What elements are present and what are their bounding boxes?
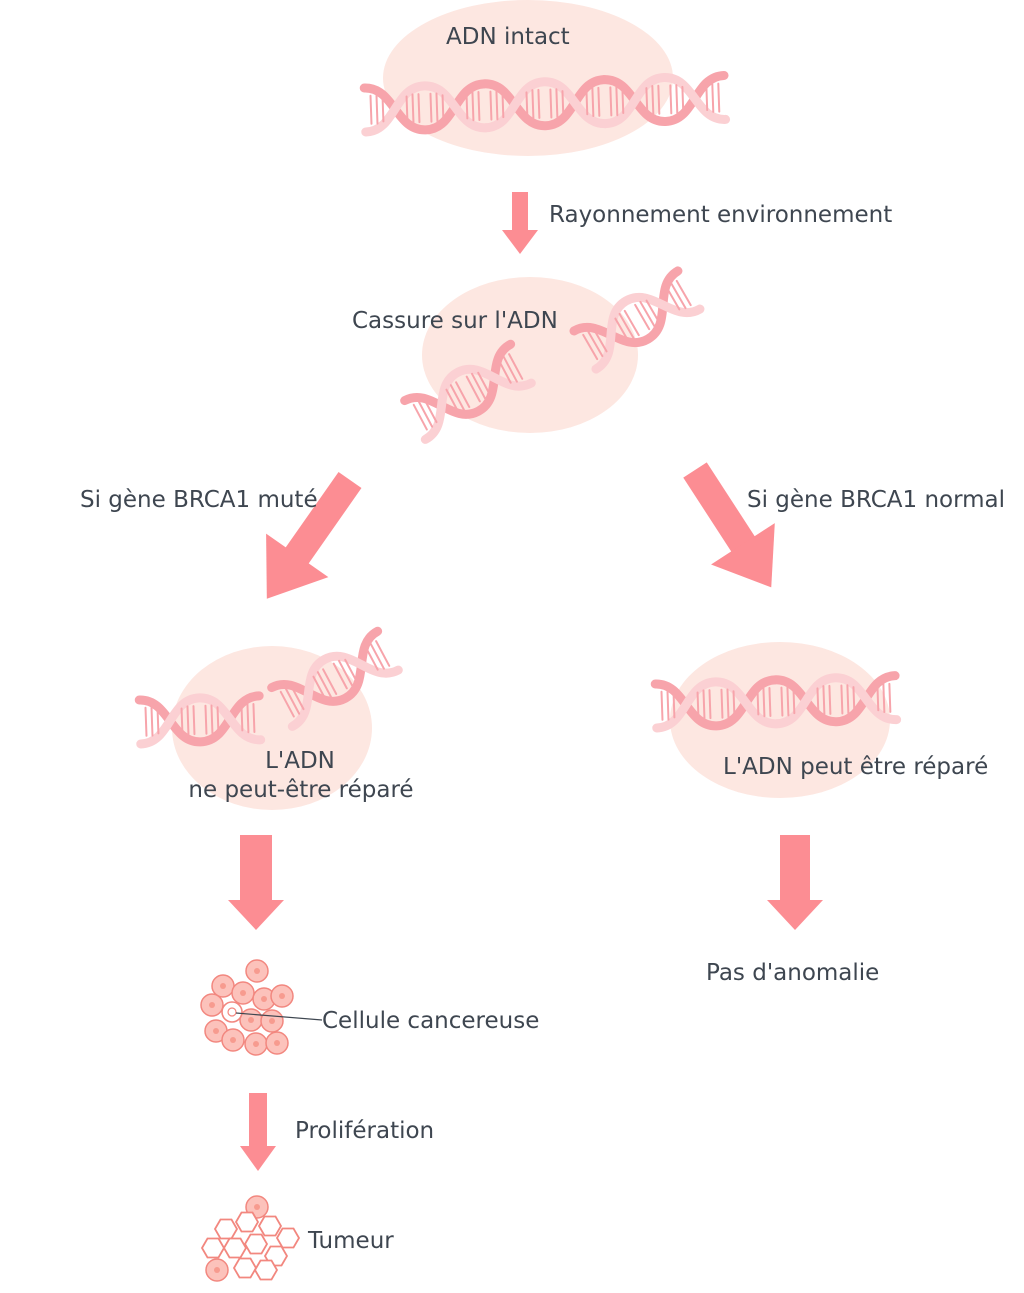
cancer-cell-pointer (235, 1012, 323, 1021)
cancer-cell-highlight (221, 1001, 243, 1023)
label-no-anomaly: Pas d'anomalie (706, 960, 880, 986)
arrow-to-cancer (228, 835, 284, 930)
label-dna-break: Cassure sur l'ADN (352, 308, 558, 334)
label-intact-dna: ADN intact (446, 24, 570, 50)
intact-dna-blob (383, 0, 673, 156)
arrow-radiation (502, 192, 538, 254)
label-tumor: Tumeur (308, 1228, 394, 1254)
label-not-repaired-line2: ne peut-être réparé (188, 777, 414, 803)
label-brca1-normal: Si gène BRCA1 normal (747, 487, 1006, 513)
label-cancer-cell: Cellule cancereuse (322, 1008, 540, 1034)
label-radiation: Rayonnement environnement (549, 202, 893, 228)
cell-cluster (200, 959, 294, 1056)
label-repaired: L'ADN peut être réparé (723, 754, 989, 780)
arrow-proliferation (240, 1093, 276, 1171)
arrow-mutated (266, 471, 362, 599)
arrow-to-no-anomaly (767, 835, 823, 930)
tumor-cluster (201, 1195, 300, 1282)
label-brca1-mutated: Si gène BRCA1 muté (80, 487, 318, 513)
label-proliferation: Prolifération (295, 1118, 435, 1144)
label-not-repaired-line1: L'ADN (265, 748, 335, 774)
arrow-normal (683, 462, 775, 588)
not-repaired-blob (172, 646, 372, 810)
